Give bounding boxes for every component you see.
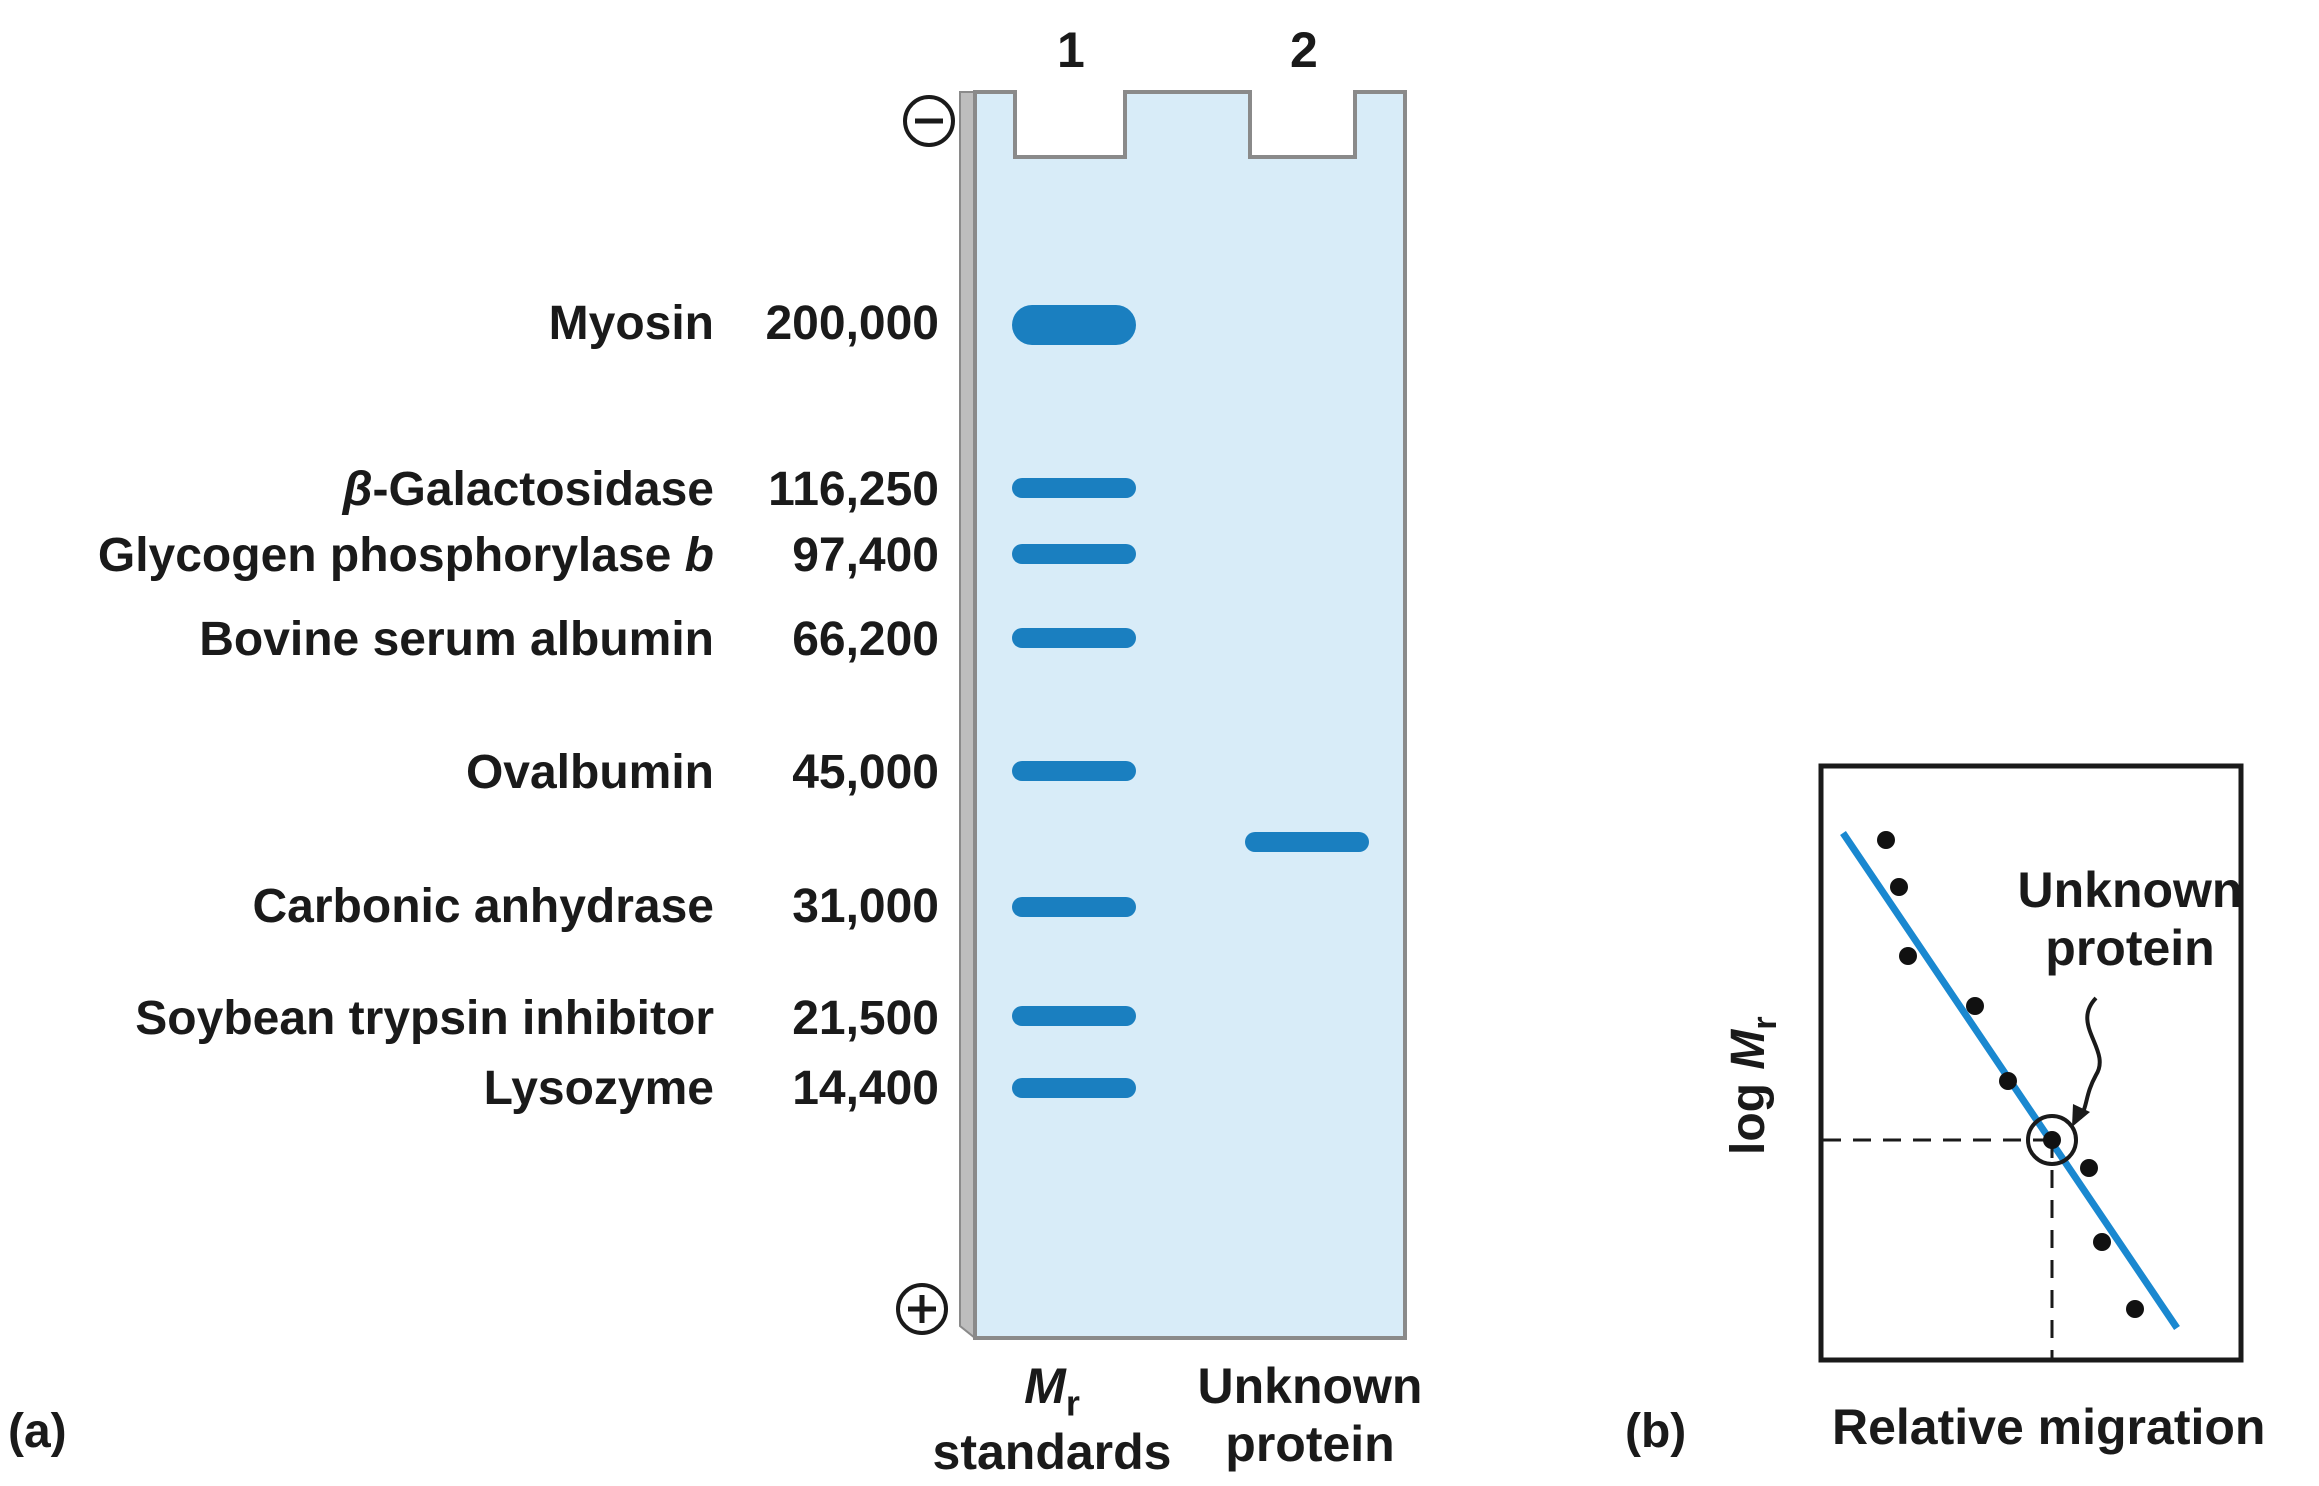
panel-b-label: (b) [1625,1405,1687,1458]
lane-2-number: 2 [1290,22,1318,78]
panel-a-label: (a) [8,1405,67,1458]
band-bovine-serum-albumin [1012,628,1136,648]
standard-mr-beta-galactosidase: 116,250 [768,463,939,516]
standard-name-ovalbumin: Ovalbumin [465,746,714,799]
standard-mr-ovalbumin: 45,000 [792,746,939,799]
standard-name-bovine-serum-albumin: Bovine serum albumin [199,613,714,666]
lane-1-number: 1 [1057,22,1085,78]
unknown-point-ring [2026,1114,2078,1166]
standard-mr-soybean-trypsin-inhibitor: 21,500 [792,992,939,1045]
standard-mr-glycogen-phosphorylase-b: 97,400 [792,529,939,582]
standard-name-soybean-trypsin-inhibitor: Soybean trypsin inhibitor [135,992,714,1045]
standard-mr-myosin: 200,000 [765,297,939,350]
data-point [2126,1300,2144,1318]
standard-name-glycogen-phosphorylase-b: Glycogen phosphorylase b [97,529,714,582]
standard-mr-carbonic-anhydrase: 31,000 [792,880,939,933]
data-point [1890,878,1908,896]
band-ovalbumin [1012,761,1136,781]
standard-name-carbonic-anhydrase: Carbonic anhydrase [252,880,714,933]
standard-mr-bovine-serum-albumin: 66,200 [792,613,939,666]
band-unknown-protein [1245,832,1369,852]
data-point [1899,947,1917,965]
x-axis-label: Relative migration [1832,1399,2266,1455]
standard-name-lysozyme: Lysozyme [483,1062,714,1115]
band-myosin [1012,305,1136,345]
arrowhead-icon [2072,1104,2090,1127]
standard-name-myosin: Myosin [548,297,714,350]
standard-mr-lysozyme: 14,400 [792,1062,939,1115]
data-point [1877,831,1895,849]
positive-electrode-icon [896,1283,948,1335]
lane-2-caption: Unknown protein [1197,1358,1423,1472]
standard-name-beta-galactosidase: β-Galactosidase [342,463,714,516]
annotation-arrow [2078,996,2102,1120]
data-point [1999,1072,2017,1090]
data-point [2080,1159,2098,1177]
band-glycogen-phosphorylase-b [1012,544,1136,564]
lane-1-caption: Mr standards [932,1358,1172,1480]
unknown-point [2043,1131,2061,1149]
band-soybean-trypsin-inhibitor [1012,1006,1136,1026]
band-carbonic-anhydrase [1012,897,1136,917]
plot-frame [1818,763,2244,1363]
data-point [1966,997,1984,1015]
band-lysozyme [1012,1078,1136,1098]
unknown-protein-annotation: Unknown protein [2017,862,2243,976]
band-beta-galactosidase [1012,478,1136,498]
gel-side-edge [959,91,976,1341]
data-point [2093,1233,2111,1251]
lane-1-bands [1012,305,1136,1098]
y-axis-label: log Mr [1722,1016,1785,1155]
negative-electrode-icon [903,95,955,147]
gel-body [973,90,1407,1340]
data-points [1877,831,2144,1318]
